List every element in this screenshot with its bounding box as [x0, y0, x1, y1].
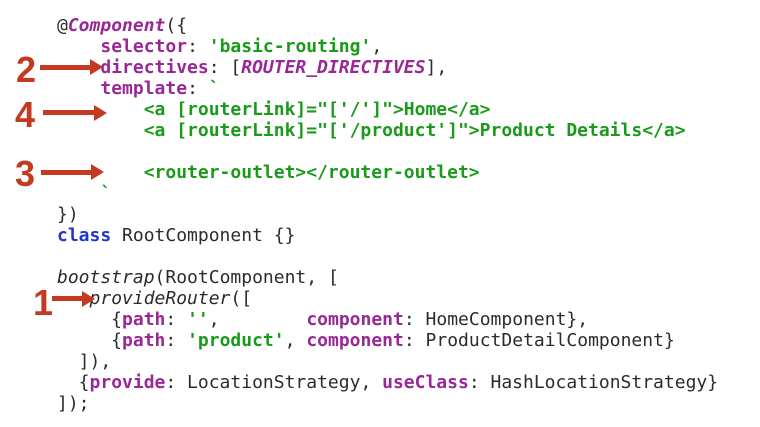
- code-token-kwb: class: [57, 225, 112, 246]
- annotation-number-3: 3: [15, 153, 36, 194]
- code-token-plain: ],: [425, 57, 448, 78]
- code-token-plain: : [: [208, 57, 242, 78]
- code-token-plain: : ProductDetailComponent}: [403, 330, 675, 351]
- code-line: [57, 141, 718, 162]
- code-block: @Component({ selector: 'basic-routing', …: [57, 15, 718, 414]
- code-token-plain: : HomeComponent},: [403, 309, 589, 330]
- code-token-plain: RootComponent {}: [111, 225, 296, 246]
- code-token-plain: ]);: [57, 393, 90, 414]
- code-token-plain: ]),: [57, 351, 112, 372]
- code-token-plain: :: [187, 78, 209, 99]
- code-line: <a [routerLink]="['/']">Home</a>: [57, 99, 718, 120]
- code-token-dec: Component: [67, 15, 166, 36]
- code-token-kw: component: [306, 309, 404, 330]
- code-line: `: [57, 183, 718, 204]
- code-line: ]),: [57, 351, 718, 372]
- code-token-plain: {: [57, 372, 90, 393]
- code-token-plain: ([: [230, 288, 253, 309]
- code-token-plain: : LocationStrategy,: [165, 372, 383, 393]
- code-line: }): [57, 204, 718, 225]
- code-token-plain: ,: [371, 36, 383, 57]
- code-token-fn: bootstrap: [57, 267, 155, 288]
- code-token-const: ROUTER_DIRECTIVES: [241, 57, 426, 78]
- annotation-number-2: 2: [16, 49, 37, 90]
- code-line: template: `: [57, 78, 718, 99]
- arrow-shaft: [40, 65, 90, 70]
- code-token-str: <a [routerLink]="['/']">Home</a>: [57, 99, 491, 120]
- code-token-str: `: [208, 78, 220, 99]
- code-token-str: <a [routerLink]="['/product']">Product D…: [57, 120, 686, 141]
- annotation-number-1: 1: [33, 282, 54, 323]
- code-token-str: '': [187, 309, 209, 330]
- annotation-number-4: 4: [15, 94, 36, 135]
- code-token-plain: ,: [208, 309, 307, 330]
- code-token-plain: : HashLocationStrategy}: [468, 372, 719, 393]
- code-token-plain: :: [165, 309, 188, 330]
- arrow-shaft: [41, 170, 91, 175]
- code-token-kw: directives: [100, 57, 209, 78]
- code-token-plain: [57, 78, 100, 99]
- code-token-kw: path: [122, 330, 166, 351]
- code-token-plain: :: [165, 330, 188, 351]
- code-line: {path: 'product', component: ProductDeta…: [57, 330, 718, 351]
- code-line: [57, 246, 718, 267]
- arrow-head-icon: [94, 105, 107, 121]
- code-line: {provide: LocationStrategy, useClass: Ha…: [57, 372, 718, 393]
- code-line: bootstrap(RootComponent, [: [57, 267, 718, 288]
- code-token-plain: ({: [165, 15, 188, 36]
- arrow-head-icon: [82, 291, 95, 307]
- code-line: provideRouter([: [57, 288, 718, 309]
- code-token-str: 'product': [187, 330, 285, 351]
- code-token-plain: :: [187, 36, 209, 57]
- code-token-plain: @: [57, 15, 68, 36]
- arrow-head-icon: [90, 59, 103, 75]
- code-line: @Component({: [57, 15, 718, 36]
- code-token-kw: provide: [89, 372, 166, 393]
- code-token-kw: template: [100, 78, 188, 99]
- code-line: <router-outlet></router-outlet>: [57, 162, 718, 183]
- code-token-plain: {: [57, 309, 123, 330]
- code-token-kw: path: [122, 309, 166, 330]
- arrow-shaft: [52, 296, 82, 301]
- code-token-str: <router-outlet></router-outlet>: [57, 162, 480, 183]
- code-token-kw: component: [306, 330, 404, 351]
- code-token-plain: {: [57, 330, 123, 351]
- code-token-str: `: [57, 183, 112, 204]
- code-token-kw: useClass: [382, 372, 469, 393]
- code-line: class RootComponent {}: [57, 225, 718, 246]
- code-token-plain: (RootComponent, [: [154, 267, 339, 288]
- code-line: selector: 'basic-routing',: [57, 36, 718, 57]
- code-line: {path: '', component: HomeComponent},: [57, 309, 718, 330]
- code-token-plain: }): [57, 204, 79, 225]
- code-token-plain: ,: [284, 330, 307, 351]
- arrow-head-icon: [91, 164, 104, 180]
- code-token-fn: provideRouter: [89, 288, 231, 309]
- code-line: directives: [ROUTER_DIRECTIVES],: [57, 57, 718, 78]
- code-token-plain: [57, 36, 100, 57]
- code-token-kw: selector: [100, 36, 188, 57]
- code-line: ]);: [57, 393, 718, 414]
- arrow-shaft: [43, 110, 94, 115]
- code-line: <a [routerLink]="['/product']">Product D…: [57, 120, 718, 141]
- code-token-str: 'basic-routing': [208, 36, 372, 57]
